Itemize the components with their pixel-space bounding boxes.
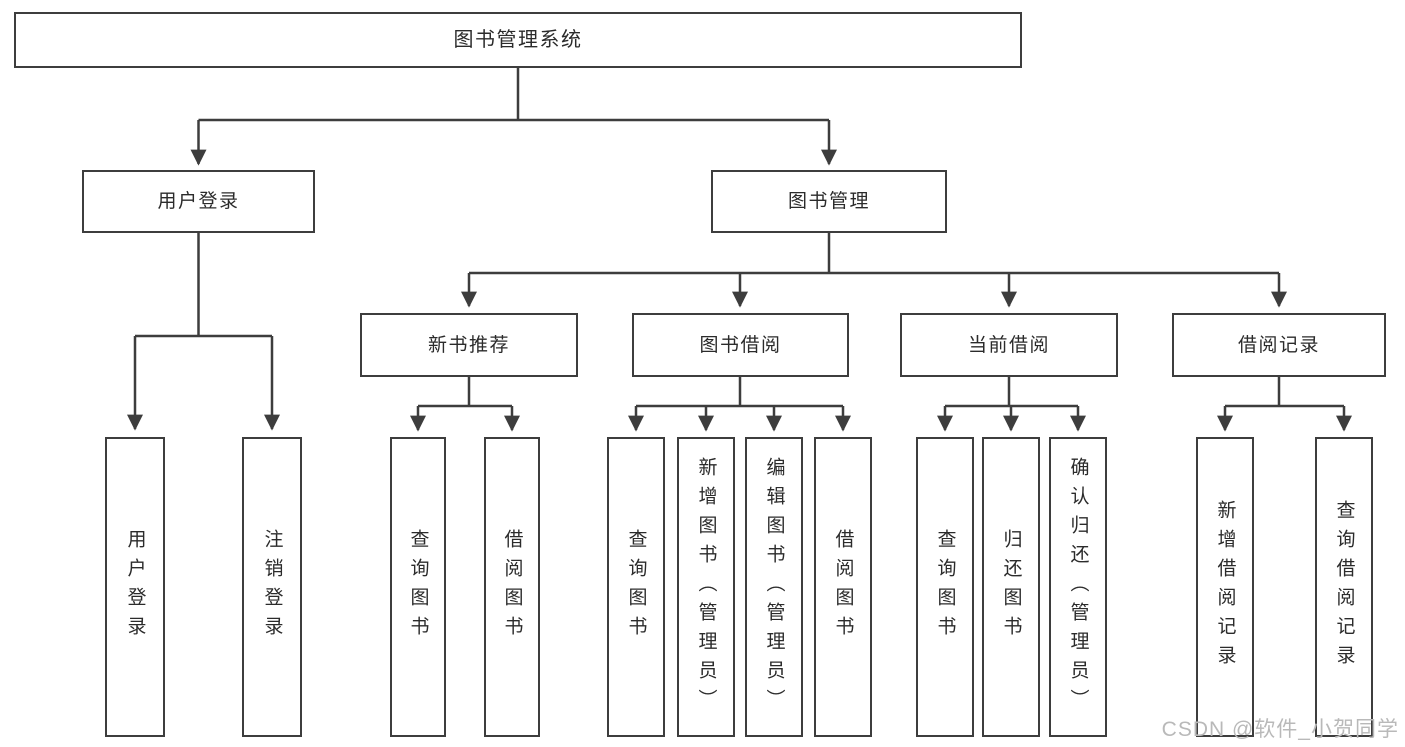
node-br-add-record: 新增借阅记录	[1196, 437, 1254, 737]
node-logout: 注销登录	[242, 437, 302, 737]
node-cb-return-books: 归还图书	[982, 437, 1040, 737]
node-bb-edit-books-admin: 编辑图书（管理员）	[745, 437, 803, 737]
node-new-book-recommend: 新书推荐	[360, 313, 578, 377]
watermark: CSDN @软件_小贺同学	[1161, 718, 1399, 741]
node-nb-query-books: 查询图书	[390, 437, 446, 737]
node-root: 图书管理系统	[14, 12, 1022, 68]
node-user-login: 用户登录	[82, 170, 315, 233]
node-current-borrow: 当前借阅	[900, 313, 1118, 377]
node-login: 用户登录	[105, 437, 165, 737]
node-bb-add-books-admin: 新增图书（管理员）	[677, 437, 735, 737]
node-bb-query-books: 查询图书	[607, 437, 665, 737]
node-br-query-record: 查询借阅记录	[1315, 437, 1373, 737]
node-book-borrow: 图书借阅	[632, 313, 849, 377]
node-book-management: 图书管理	[711, 170, 947, 233]
node-cb-query-books: 查询图书	[916, 437, 974, 737]
node-bb-borrow-books: 借阅图书	[814, 437, 872, 737]
node-cb-confirm-return-admin: 确认归还（管理员）	[1049, 437, 1107, 737]
node-borrow-records: 借阅记录	[1172, 313, 1386, 377]
node-nb-borrow-books: 借阅图书	[484, 437, 540, 737]
